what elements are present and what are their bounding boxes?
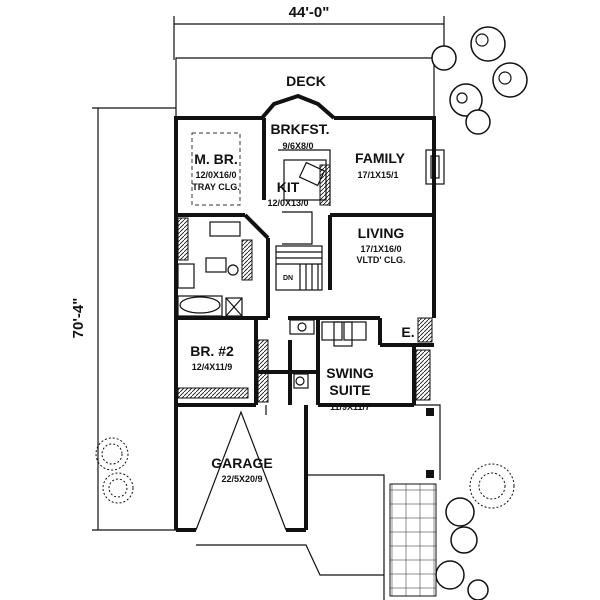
room-master-bedroom: M. BR. 12/0X16/0 TRAY CLG.	[192, 151, 240, 192]
room-family: FAMILY 17/1X15/1	[355, 150, 406, 180]
swing-suite-bath	[333, 321, 353, 347]
bedroom2-name: BR. #2	[190, 343, 234, 359]
garage-size: 22/5X20/9	[221, 474, 262, 484]
kitchen-fixtures	[278, 149, 331, 245]
kitchen-size: 12/0X13/0	[267, 198, 308, 208]
shrub-top-right	[431, 26, 528, 135]
tray-ceiling-outline	[191, 132, 241, 206]
shrub-bottom-right	[435, 463, 515, 600]
garage-structure	[195, 405, 287, 531]
family-size: 17/1X15/1	[357, 170, 398, 180]
swing-name-1: SWING	[326, 365, 374, 381]
living-note: VLTD' CLG.	[357, 255, 406, 265]
room-kitchen: KIT 12/0X13/0	[267, 179, 308, 208]
room-entry: E.	[401, 324, 414, 340]
room-swing-suite: SWING SUITE 11/9X11/7	[326, 365, 374, 412]
depth-label: 70'-4"	[70, 298, 87, 339]
fireplace	[425, 149, 445, 185]
living-size: 17/1X16/0	[360, 244, 401, 254]
breakfast-bay	[260, 93, 336, 120]
landscape-shrubs	[95, 26, 528, 600]
entry-name: E.	[401, 324, 414, 340]
shrub-left	[95, 437, 134, 504]
stair: DN	[275, 245, 323, 291]
kitchen-name: KIT	[277, 179, 300, 195]
garage-name: GARAGE	[211, 455, 272, 471]
family-name: FAMILY	[355, 150, 406, 166]
master-size: 12/0X16/0	[195, 170, 236, 180]
breakfast-size: 9/6X8/0	[282, 141, 313, 151]
porch	[196, 404, 441, 600]
master-note: TRAY CLG.	[192, 182, 240, 192]
bedroom2-size: 12/4X11/9	[192, 362, 233, 372]
room-bedroom-2: BR. #2 12/4X11/9	[190, 343, 234, 372]
swing-size: 11/9X11/7	[330, 402, 370, 412]
width-dimension: 44'-0"	[173, 4, 445, 60]
living-name: LIVING	[358, 225, 405, 241]
deck: DECK	[175, 57, 435, 118]
utility-fixtures	[289, 319, 367, 389]
master-bath-fixtures	[177, 221, 243, 317]
room-breakfast: BRKFST. 9/6X8/0	[270, 121, 329, 151]
deck-label: DECK	[286, 73, 326, 89]
breakfast-name: BRKFST.	[270, 121, 329, 137]
depth-dimension: 70'-4"	[70, 107, 176, 531]
room-garage: GARAGE 22/5X20/9	[211, 455, 272, 484]
closets	[177, 217, 433, 403]
exterior-walls	[174, 116, 436, 532]
width-label: 44'-0"	[289, 4, 330, 21]
room-living: LIVING 17/1X16/0 VLTD' CLG.	[357, 225, 406, 265]
interior-walls	[176, 118, 434, 407]
master-name: M. BR.	[194, 151, 238, 167]
stair-label: DN	[283, 275, 293, 282]
swing-name-2: SUITE	[329, 382, 370, 398]
